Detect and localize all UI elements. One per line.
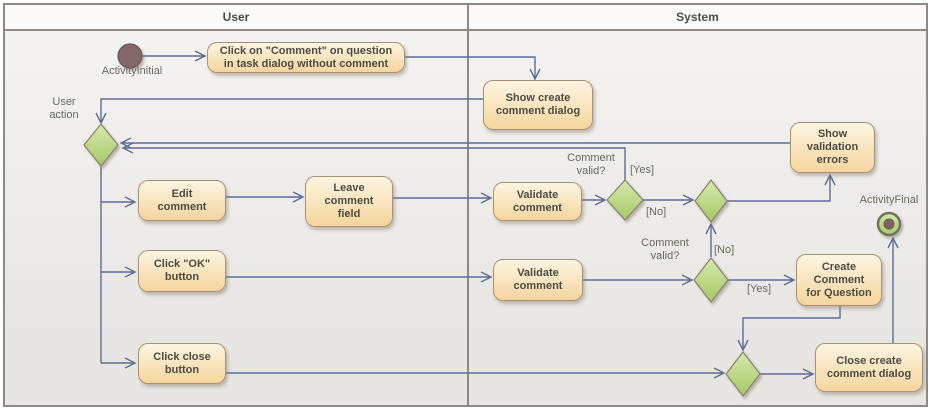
edge-close-dialog-to-final[interactable]	[887, 236, 899, 343]
edge-decision1-no-to-merge[interactable]	[643, 194, 695, 206]
decision-comment-valid-2[interactable]	[693, 257, 729, 303]
edge-show-dialog-to-user-action[interactable]	[95, 98, 483, 125]
edge-edit-to-leave[interactable]	[226, 191, 305, 203]
action-label: Click close button	[153, 350, 211, 376]
edge-click-comment-to-show-dialog[interactable]	[405, 56, 541, 81]
action-click-comment[interactable]: Click on "Comment" on question in task d…	[207, 42, 405, 73]
action-label: Create Comment for Question	[806, 260, 872, 299]
action-label: Validate comment	[513, 188, 562, 214]
action-show-create-dialog[interactable]: Show create comment dialog	[483, 80, 593, 130]
label-no-1: [No]	[646, 206, 667, 218]
edge-leave-to-validate1[interactable]	[393, 192, 493, 204]
label-comment-valid-1: Comment valid?	[567, 152, 615, 177]
edge-show-errors-to-user-action[interactable]	[119, 137, 790, 149]
label-yes-2: [Yes]	[747, 283, 772, 295]
activity-final-label: ActivityFinal	[859, 194, 919, 206]
action-label: Show create comment dialog	[495, 92, 581, 117]
edge-click-close-to-merge2[interactable]	[226, 367, 726, 379]
action-click-ok-button[interactable]: Click "OK" button	[138, 250, 226, 292]
edge-merge2-to-close-dialog[interactable]	[760, 368, 815, 380]
action-label: Validate comment	[513, 267, 563, 292]
action-label: Click on "Comment" on question in task d…	[219, 44, 393, 70]
edge-decision2-no-to-merge[interactable]	[705, 222, 717, 257]
edge-user-action-branches[interactable]	[100, 166, 137, 369]
edge-merge-to-show-errors[interactable]	[727, 173, 836, 202]
action-label: Edit comment	[157, 187, 207, 213]
action-label: Show validation errors	[806, 128, 859, 166]
decision-comment-valid-1[interactable]	[606, 179, 644, 221]
edge-create-to-merge2[interactable]	[737, 305, 841, 352]
activity-initial-node[interactable]	[117, 43, 143, 69]
lane-header-system: System	[676, 10, 719, 24]
activity-initial-label: ActivityInitial	[101, 65, 163, 77]
swimlane-header: User System	[5, 5, 926, 31]
action-label: Leave comment field	[324, 182, 374, 220]
lane-divider	[467, 5, 469, 405]
action-leave-comment-field[interactable]: Leave comment field	[305, 176, 393, 227]
action-edit-comment[interactable]: Edit comment	[138, 180, 226, 221]
label-no-2: [No]	[714, 244, 735, 256]
activity-final-node[interactable]	[876, 211, 902, 237]
edge-decision1-yes-to-user-action[interactable]	[121, 142, 626, 180]
edge-validate2-to-decision2[interactable]	[583, 274, 694, 286]
action-label: Click "OK" button	[153, 258, 211, 283]
edge-click-ok-to-validate2[interactable]	[226, 271, 493, 283]
label-yes-1: [Yes]	[630, 164, 655, 176]
edge-validate1-to-decision1[interactable]	[582, 194, 607, 206]
action-create-comment[interactable]: Create Comment for Question	[796, 254, 882, 306]
merge-validation-errors[interactable]	[694, 179, 728, 223]
merge-close-dialog[interactable]	[725, 351, 761, 397]
edge-initial-to-click-comment[interactable]	[142, 50, 207, 62]
decision-user-action[interactable]	[83, 123, 119, 167]
action-show-validation-errors[interactable]: Show validation errors	[790, 122, 875, 173]
label-user-action: User action	[49, 96, 79, 121]
action-label: Close create comment dialog	[826, 354, 912, 380]
action-click-close-button[interactable]: Click close button	[138, 343, 226, 384]
edge-decision2-yes-to-create[interactable]	[728, 274, 796, 286]
action-validate-comment-1[interactable]: Validate comment	[493, 182, 582, 221]
lane-header-user: User	[222, 10, 250, 24]
action-close-create-dialog[interactable]: Close create comment dialog	[815, 343, 923, 392]
action-validate-comment-2[interactable]: Validate comment	[493, 259, 583, 301]
label-comment-valid-2: Comment valid?	[641, 237, 689, 262]
